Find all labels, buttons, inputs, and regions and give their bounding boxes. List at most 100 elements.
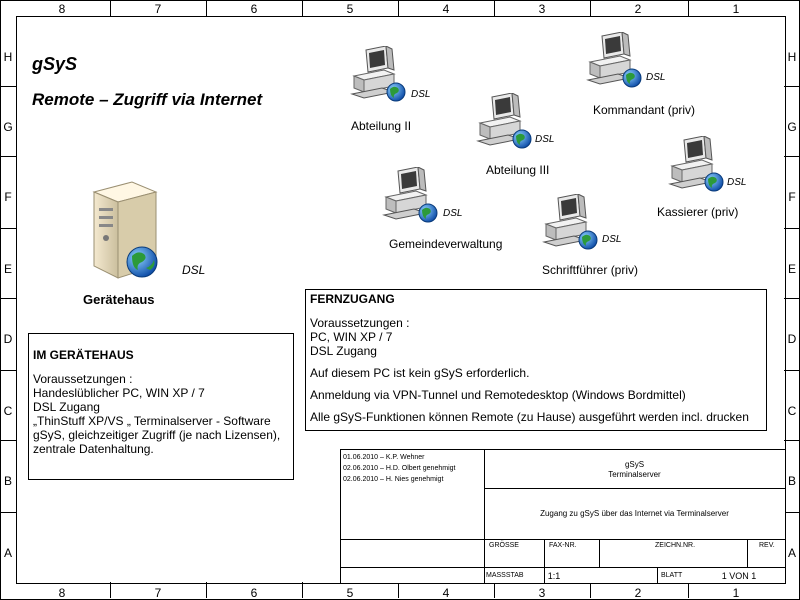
computer-dsl-label: DSL <box>727 177 747 188</box>
frame-tick <box>784 86 800 87</box>
frame-row-label: A <box>787 546 796 560</box>
geraetehaus-box: IM GERÄTEHAUS Voraussetzungen : Handeslü… <box>28 333 294 480</box>
revision-label: REV. <box>759 542 775 549</box>
frame-column-label: 8 <box>58 2 66 16</box>
frame-tick <box>0 512 16 513</box>
frame-row-label: E <box>3 262 12 276</box>
frame-tick <box>206 0 207 16</box>
frame-row-label: D <box>787 332 797 346</box>
server-label: Gerätehaus <box>83 292 155 307</box>
frame-column-label: 4 <box>442 2 450 16</box>
size-label: GRÖSSE <box>489 542 519 549</box>
frame-tick <box>494 582 495 598</box>
computer-dsl-label: DSL <box>411 89 431 100</box>
geraetehaus-req-5: zentrale Datenhaltung. <box>33 442 154 456</box>
computer-label: Kommandant (priv) <box>593 103 696 117</box>
computer-label: Abteilung II <box>351 119 412 133</box>
computer-icon <box>350 45 406 102</box>
frame-tick <box>590 582 591 598</box>
frame-column-label: 2 <box>634 2 642 16</box>
frame-tick <box>0 440 16 441</box>
frame-column-label: 1 <box>732 586 740 600</box>
frame-column-label: 7 <box>154 2 162 16</box>
frame-tick <box>590 0 591 16</box>
computer-icon <box>668 135 724 192</box>
frame-tick <box>784 370 800 371</box>
frame-tick <box>688 0 689 16</box>
frame-tick <box>0 156 16 157</box>
frame-tick <box>688 582 689 598</box>
fernzugang-box: FERNZUGANG Voraussetzungen : PC, WIN XP … <box>305 289 767 431</box>
computer-label: Gemeindeverwaltung <box>389 237 503 251</box>
frame-column-label: 2 <box>634 586 642 600</box>
geraetehaus-req-2: DSL Zugang <box>33 400 100 414</box>
computer-icon <box>542 193 598 250</box>
sheet-label: BLATT <box>661 572 683 579</box>
frame-tick <box>784 298 800 299</box>
frame-tick <box>398 0 399 16</box>
fernzugang-req-2: DSL Zugang <box>310 344 377 358</box>
computer-label: Kassierer (priv) <box>657 205 739 219</box>
frame-column-label: 8 <box>58 586 66 600</box>
diagram-subtitle: Remote – Zugriff via Internet <box>32 90 263 109</box>
frame-row-label: G <box>787 120 797 134</box>
geraetehaus-req-4: gSyS, gleichzeitiger Zugriff (je nach Li… <box>33 428 281 442</box>
frame-row-label: G <box>3 120 13 134</box>
frame-column-label: 5 <box>346 586 354 600</box>
frame-tick <box>784 512 800 513</box>
drawing-description: Zugang zu gSyS über das Internet via Ter… <box>540 509 729 518</box>
frame-column-label: 7 <box>154 586 162 600</box>
frame-row-label: H <box>3 50 13 64</box>
frame-column-label: 4 <box>442 586 450 600</box>
frame-tick <box>110 0 111 16</box>
computer-dsl-label: DSL <box>535 134 555 145</box>
sheet-value: 1 VON 1 <box>721 571 757 581</box>
server-dsl-label: DSL <box>182 263 206 277</box>
diagram-title: gSyS <box>32 54 78 74</box>
frame-row-label: C <box>787 404 797 418</box>
geraetehaus-heading: IM GERÄTEHAUS <box>33 348 134 362</box>
frame-row-label: B <box>787 474 796 488</box>
revision-line-2: 02.06.2010 – H.D. Olbert genehmigt <box>343 465 456 472</box>
revision-line-1: 01.06.2010 – K.P. Wehner <box>343 454 425 461</box>
computer-dsl-label: DSL <box>443 208 463 219</box>
frame-row-label: E <box>787 262 796 276</box>
project-name: gSyS <box>624 460 645 469</box>
computer-icon <box>586 31 642 88</box>
frame-row-label: H <box>787 50 797 64</box>
computer-label: Schriftführer (priv) <box>542 263 639 277</box>
fernzugang-note-2: Anmeldung via VPN-Tunnel und Remotedeskt… <box>310 388 686 402</box>
geraetehaus-req-1: Handeslüblicher PC, WIN XP / 7 <box>33 386 205 400</box>
frame-tick <box>0 228 16 229</box>
drawing-number-label: ZEICHN.NR. <box>655 542 696 549</box>
frame-tick <box>494 0 495 16</box>
frame-tick <box>784 228 800 229</box>
fernzugang-req-title: Voraussetzungen : <box>310 316 410 330</box>
computer-icon <box>382 166 438 223</box>
computer-dsl-label: DSL <box>646 72 666 83</box>
frame-column-label: 6 <box>250 2 258 16</box>
frame-row-label: F <box>4 190 12 204</box>
frame-column-label: 6 <box>250 586 258 600</box>
fernzugang-heading: FERNZUGANG <box>310 292 395 306</box>
scale-label: MASSSTAB <box>486 572 524 579</box>
frame-tick <box>302 0 303 16</box>
scale-value: 1:1 <box>547 571 561 581</box>
frame-tick <box>206 582 207 598</box>
frame-column-label: 3 <box>538 2 546 16</box>
frame-row-label: B <box>3 474 12 488</box>
fernzugang-req-1: PC, WIN XP / 7 <box>310 330 393 344</box>
fernzugang-note-3: Alle gSyS-Funktionen können Remote (zu H… <box>310 410 749 424</box>
frame-tick <box>0 298 16 299</box>
frame-tick <box>0 370 16 371</box>
frame-tick <box>110 582 111 598</box>
frame-column-label: 5 <box>346 2 354 16</box>
frame-tick <box>398 582 399 598</box>
frame-row-label: C <box>3 404 13 418</box>
frame-tick <box>784 440 800 441</box>
frame-tick <box>784 156 800 157</box>
computer-label: Abteilung III <box>486 163 550 177</box>
title-block: 01.06.2010 – K.P. Wehner 02.06.2010 – H.… <box>340 449 786 584</box>
frame-column-label: 3 <box>538 586 546 600</box>
frame-tick <box>0 86 16 87</box>
